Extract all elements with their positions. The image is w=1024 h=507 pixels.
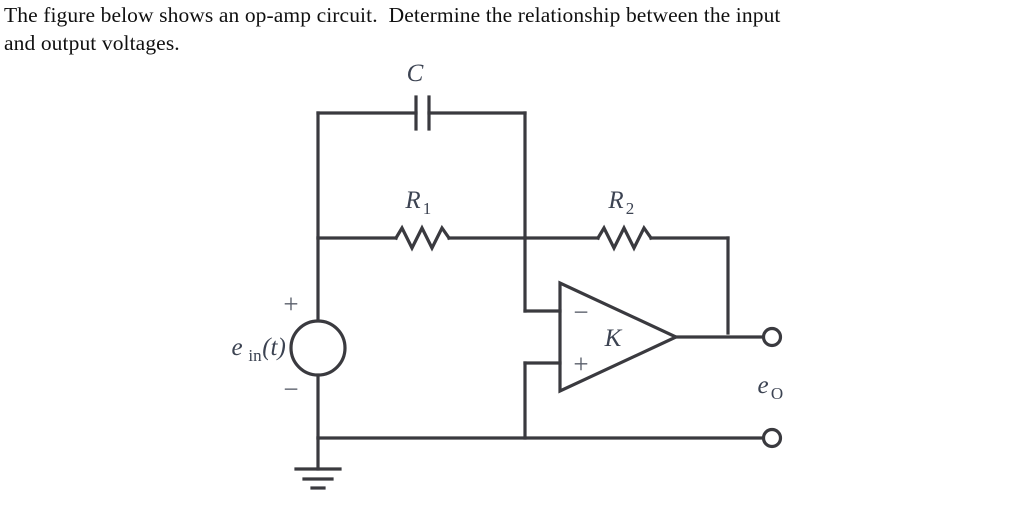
resistor-r2-zigzag: [595, 224, 654, 252]
voltage-source-symbol: [289, 319, 347, 377]
source-label-subscript: in: [248, 346, 262, 365]
output-terminal-bottom: [761, 427, 783, 449]
circuit-diagram: C R 1 R 2 K − + + − e in (t) e O: [0, 55, 1024, 507]
resistor-r1-zigzag: [393, 224, 452, 252]
problem-text-line-1: The figure below shows an op-amp circuit…: [4, 3, 781, 27]
problem-statement: The figure below shows an op-amp circuit…: [4, 2, 1020, 58]
opamp-gain-label: K: [604, 325, 623, 352]
output-label-subscript: O: [771, 384, 783, 403]
output-label: e O: [757, 372, 783, 403]
resistor-r2: [523, 224, 730, 252]
resistor-r2-label-base: R: [607, 187, 623, 214]
problem-text-line-2: and output voltages.: [4, 30, 180, 55]
source-minus-sign: −: [283, 374, 298, 404]
capacitor-label: C: [407, 60, 424, 87]
source-label: e in (t): [231, 334, 285, 365]
source-label-base: e: [231, 334, 242, 361]
output-terminal-top: [761, 326, 783, 348]
resistor-r1-label-base: R: [404, 187, 420, 214]
resistor-r1: [316, 224, 527, 252]
resistor-r1-label-subscript: 1: [423, 199, 432, 218]
ground-symbol: [294, 436, 342, 490]
source-label-argument: (t): [262, 334, 286, 361]
resistor-r2-label: R 2: [607, 187, 634, 218]
output-label-base: e: [757, 372, 768, 399]
opamp-noninverting-sign: +: [573, 349, 588, 379]
opamp-triangle: [558, 280, 680, 394]
resistor-r2-label-subscript: 2: [626, 199, 635, 218]
capacitor-branch: [316, 95, 527, 131]
source-plus-sign: +: [283, 289, 298, 319]
opamp-inverting-sign: −: [573, 297, 588, 327]
resistor-r1-label: R 1: [404, 187, 431, 218]
